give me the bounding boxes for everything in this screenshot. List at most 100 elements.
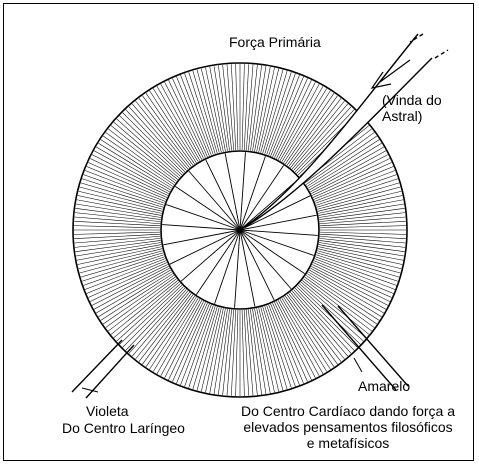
outer-ray xyxy=(74,236,161,244)
outer-ray xyxy=(192,70,218,154)
outer-ray xyxy=(318,195,403,214)
outer-ray xyxy=(256,67,275,152)
outer-ray xyxy=(205,67,224,152)
outer-ray xyxy=(315,174,397,204)
outer-ray xyxy=(319,231,406,235)
violet-stream-lines xyxy=(71,339,135,399)
outer-ray xyxy=(176,303,210,384)
outer-ray xyxy=(312,158,390,196)
outer-ray xyxy=(279,86,324,161)
outer-ray xyxy=(313,166,394,200)
outer-ray xyxy=(105,276,176,328)
outer-ray xyxy=(74,221,161,227)
stream-arrow-head xyxy=(370,71,392,89)
outer-ray xyxy=(184,73,214,155)
outer-ray xyxy=(93,150,170,193)
outer-ray xyxy=(317,186,401,210)
outer-ray xyxy=(308,143,382,189)
outer-ring-rays xyxy=(74,64,406,396)
inner-spoke xyxy=(195,229,241,295)
outer-ray xyxy=(172,78,208,158)
outer-ray xyxy=(76,199,162,216)
outer-ray xyxy=(138,98,192,167)
outer-ray xyxy=(138,293,192,362)
primary-force-stream-edge-lower xyxy=(239,57,433,231)
outer-ray xyxy=(184,305,214,387)
outer-ray xyxy=(293,106,352,171)
outer-ray xyxy=(285,295,335,367)
outer-ray xyxy=(218,65,230,151)
outer-ray xyxy=(209,66,226,152)
outer-ray xyxy=(122,286,184,348)
outer-ray xyxy=(75,208,161,220)
outer-ray xyxy=(270,76,304,157)
outer-ray xyxy=(153,298,199,372)
outer-ray xyxy=(79,186,163,210)
outer-ray xyxy=(84,258,166,290)
outer-ray xyxy=(286,294,338,365)
outer-ray xyxy=(319,233,406,239)
inner-spoke xyxy=(239,229,318,236)
outer-ray xyxy=(213,308,228,395)
outer-ray xyxy=(310,267,387,310)
outer-ray xyxy=(277,83,320,160)
outer-ray xyxy=(304,276,375,328)
outer-ray xyxy=(116,118,181,177)
outer-ray xyxy=(319,240,405,252)
outer-ray xyxy=(93,267,170,310)
inner-spoke xyxy=(175,185,241,231)
outer-ray xyxy=(313,260,394,294)
outer-ray xyxy=(110,280,179,335)
inner-spoke xyxy=(169,229,241,265)
outer-ray xyxy=(80,182,164,208)
outer-ray xyxy=(252,308,267,395)
outer-ray xyxy=(200,307,222,392)
stream-arrow-shaft xyxy=(379,59,411,83)
inner-spoke xyxy=(163,229,241,246)
outer-ray xyxy=(84,170,166,202)
stream-dash-upper xyxy=(409,33,424,43)
outer-ray xyxy=(196,69,220,153)
outer-ray xyxy=(304,132,375,184)
outer-ray xyxy=(260,69,284,153)
outer-ray xyxy=(74,212,161,222)
outer-ray xyxy=(77,246,162,265)
outer-ray xyxy=(297,284,361,345)
outer-ray xyxy=(279,299,324,374)
outer-ray xyxy=(315,254,398,282)
outer-ray xyxy=(205,308,224,393)
outer-ray xyxy=(319,238,406,248)
outer-ray xyxy=(88,162,168,198)
outer-ray xyxy=(82,254,165,282)
outer-ray xyxy=(74,225,161,229)
outer-ray xyxy=(319,208,405,220)
outer-ray xyxy=(241,309,245,396)
inner-spoke xyxy=(239,165,285,231)
inner-spoke xyxy=(188,170,241,231)
outer-ray xyxy=(299,283,364,342)
inner-spoke xyxy=(214,229,241,304)
outer-ray xyxy=(128,289,187,354)
outer-ray xyxy=(319,225,406,229)
outer-ray xyxy=(293,289,352,354)
outer-ray xyxy=(283,296,331,370)
outer-ray xyxy=(315,178,398,206)
outer-ray xyxy=(83,174,165,204)
inner-spoke xyxy=(239,229,314,256)
outer-ray xyxy=(256,308,275,393)
outer-ray xyxy=(226,309,234,396)
outer-ray xyxy=(264,72,292,155)
outer-ray xyxy=(168,302,206,380)
primary-force-stream-edge-upper xyxy=(239,33,419,231)
outer-ray xyxy=(310,150,387,193)
outer-ray xyxy=(248,64,258,151)
outer-ray xyxy=(164,301,204,379)
outer-ray xyxy=(83,256,165,286)
outer-ray xyxy=(149,90,197,164)
outer-ray xyxy=(88,262,168,298)
inner-spoke xyxy=(166,204,241,231)
outer-ray xyxy=(276,301,316,379)
outer-ray xyxy=(131,103,189,170)
outer-ray xyxy=(74,238,161,248)
